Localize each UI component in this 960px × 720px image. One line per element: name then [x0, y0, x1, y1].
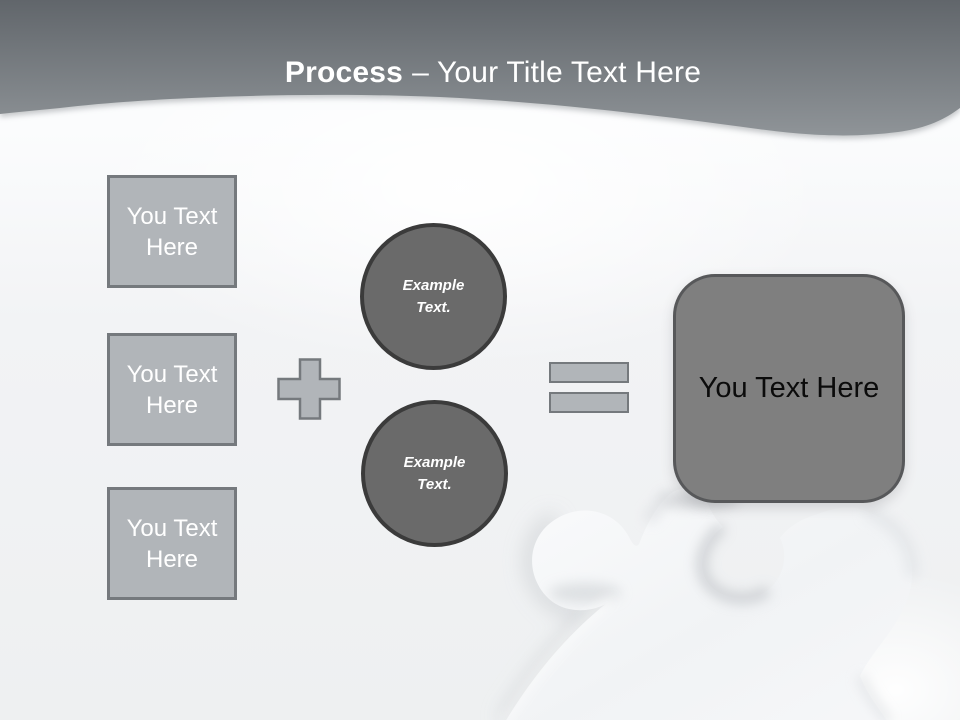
- result-box-label: You Text Here: [698, 372, 880, 404]
- equals-icon: [549, 362, 629, 413]
- equals-bar-bottom: [549, 392, 629, 413]
- text-box-3: You Text Here: [107, 487, 237, 600]
- example-circle-1: Example Text.: [360, 223, 507, 370]
- text-box-2-label: You Text Here: [126, 360, 218, 419]
- result-box: You Text Here: [673, 274, 905, 503]
- slide-title-rest: – Your Title Text Here: [412, 56, 702, 89]
- example-circle-2-label: Example Text.: [403, 453, 466, 493]
- plus-icon: [277, 358, 341, 425]
- text-box-1-label: You Text Here: [126, 202, 218, 261]
- equals-bar-top: [549, 362, 629, 383]
- slide-title-emphasis: Process: [284, 56, 404, 89]
- example-circle-1-label: Example Text.: [402, 276, 465, 316]
- text-box-1: You Text Here: [107, 175, 237, 288]
- text-box-2: You Text Here: [107, 333, 237, 446]
- header-band: [0, 0, 960, 136]
- puzzle-piece-icon: [498, 488, 919, 720]
- slide-title: Process– Your Title Text Here: [0, 56, 960, 90]
- text-box-3-label: You Text Here: [126, 514, 218, 573]
- example-circle-2: Example Text.: [361, 400, 508, 547]
